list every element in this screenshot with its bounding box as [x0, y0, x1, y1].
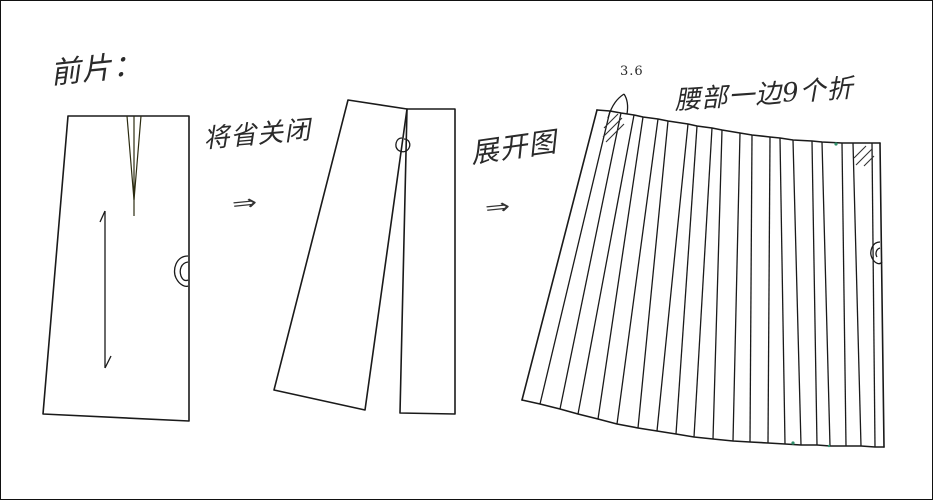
pleat-line	[749, 134, 753, 443]
pleat-line	[521, 109, 598, 401]
pleat-hatch-right	[853, 145, 875, 167]
green-dot-marker	[791, 441, 795, 445]
pleat-line	[539, 110, 611, 405]
left-panel-outline	[273, 99, 408, 411]
pleat-line	[779, 137, 786, 445]
waistline-curve	[596, 109, 881, 144]
pleat-line	[871, 142, 876, 448]
pleat-line	[559, 112, 622, 410]
double-arrow-icon: ⇒	[229, 190, 260, 217]
pleat-line	[841, 142, 847, 447]
hemline-curve	[521, 399, 885, 448]
pleat-hatch-left	[602, 113, 625, 143]
pleat-line	[712, 129, 723, 440]
pleat-lines	[521, 109, 885, 448]
closed-dart-piece	[273, 99, 456, 415]
pleat-line	[811, 140, 818, 446]
pleat-line	[767, 136, 771, 444]
pleat-line	[732, 132, 741, 442]
notch-o-icon	[395, 137, 411, 153]
green-dot-marker	[834, 142, 838, 146]
green-dot-marker	[827, 444, 831, 448]
front-piece-outline	[42, 115, 190, 422]
pleat-line	[792, 139, 802, 446]
pleat-line	[577, 114, 635, 415]
expanded-piece	[521, 93, 885, 448]
grainline-arrow-icon	[99, 210, 112, 369]
notch-c-icon	[870, 241, 883, 265]
pleat-line	[852, 142, 862, 447]
front-piece	[42, 115, 190, 422]
pleat-line	[821, 141, 831, 447]
pleat-line	[693, 127, 713, 438]
pleat-line	[616, 118, 659, 425]
pleat-line	[656, 123, 689, 432]
pleat-line	[879, 142, 885, 448]
pleat-depth-value: 3.6	[620, 64, 644, 79]
double-arrow-icon: ⇒	[482, 194, 513, 221]
pleat-line	[637, 120, 669, 429]
notch-c-icon	[173, 255, 189, 287]
right-panel-outline	[399, 108, 456, 415]
pleat-line	[597, 116, 644, 420]
pleat-line	[675, 125, 698, 435]
pleat-depth-bracket	[607, 93, 629, 119]
